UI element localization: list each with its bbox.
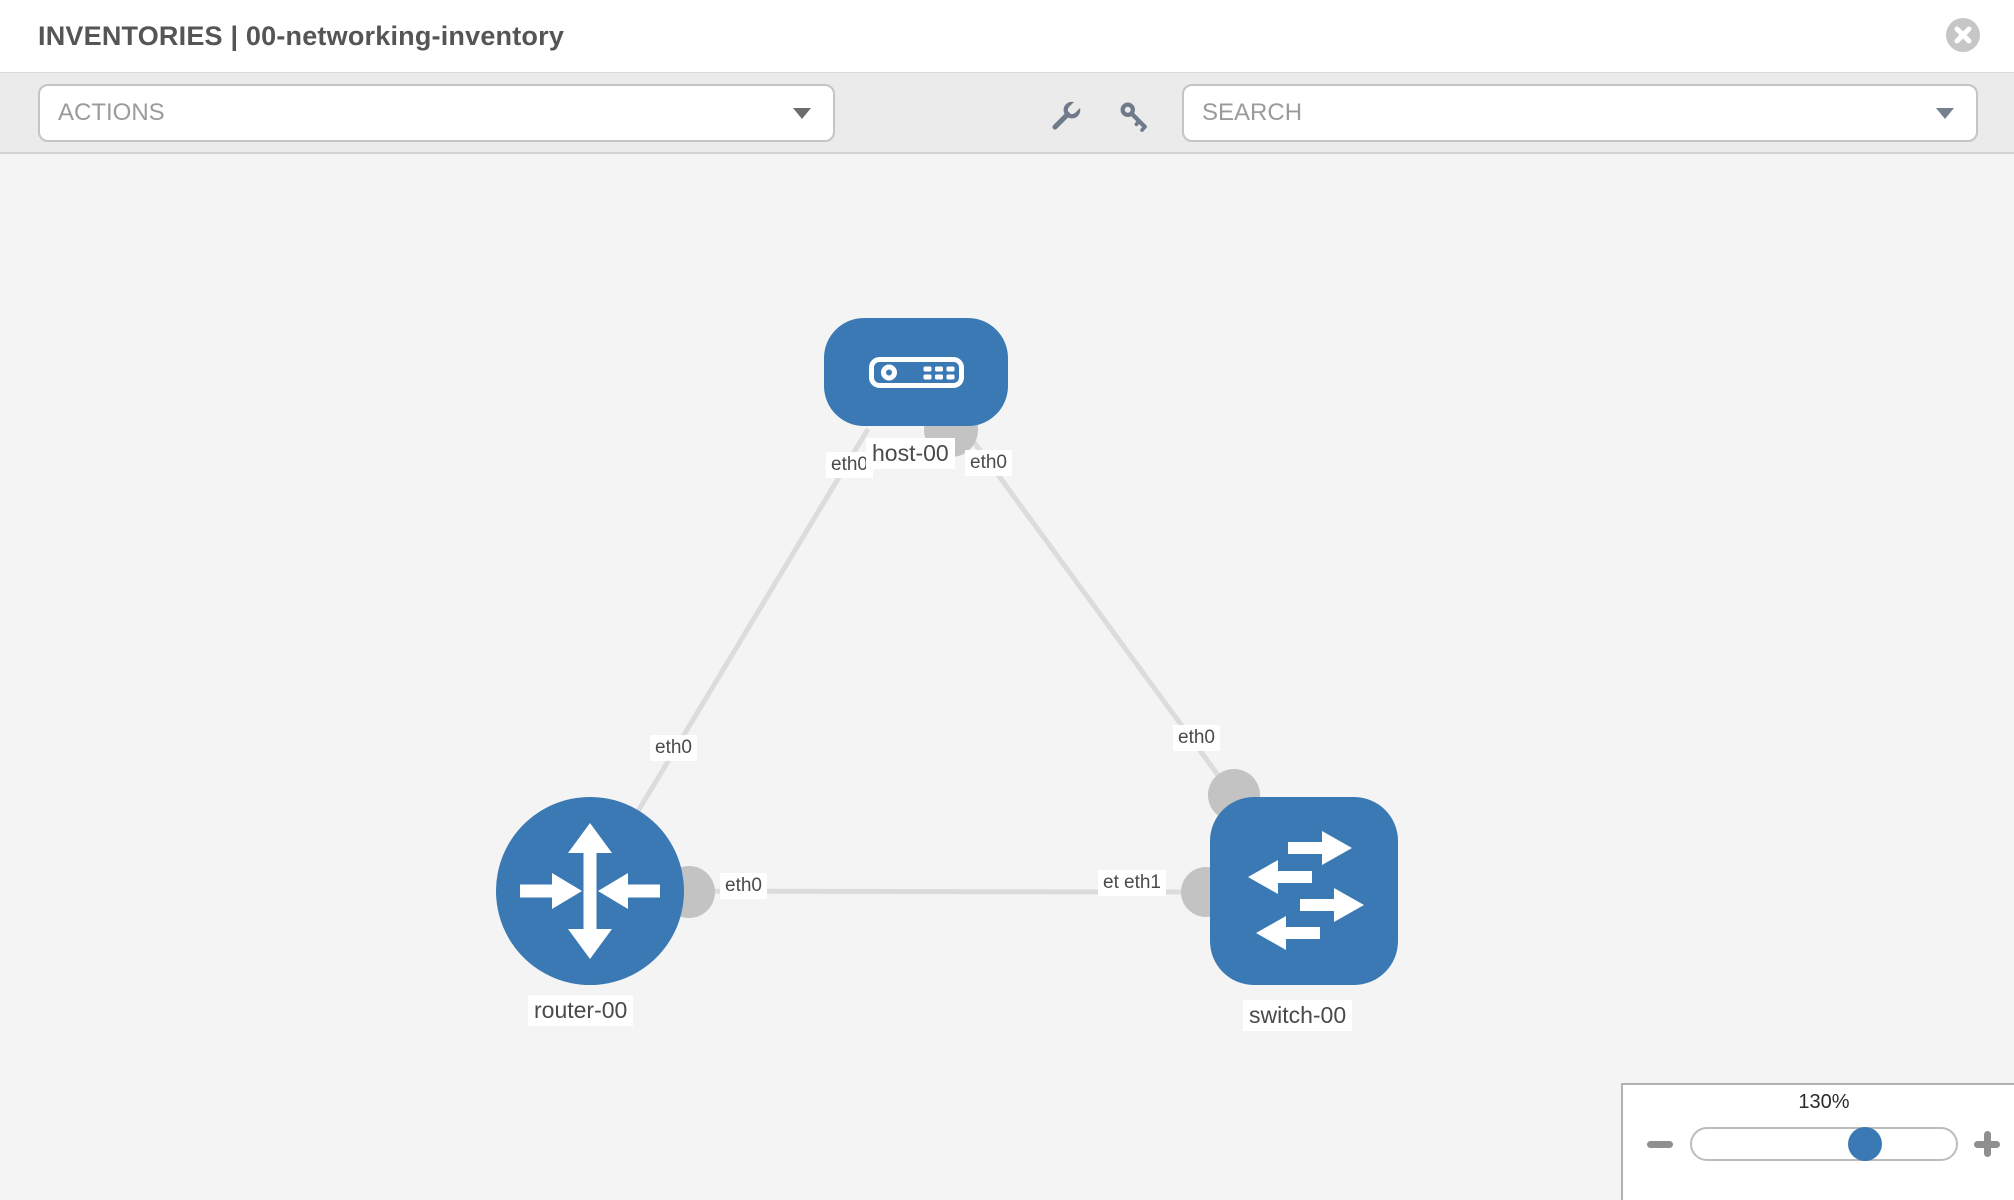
zoom-panel: 130% — [1621, 1083, 2014, 1200]
port-label-router-right: eth0 — [720, 873, 767, 899]
zoom-out-button[interactable] — [1646, 1131, 1674, 1157]
minus-icon — [1647, 1141, 1673, 1148]
node-label-host: host-00 — [866, 438, 955, 469]
node-host[interactable] — [824, 318, 1008, 426]
router-icon — [520, 823, 660, 959]
close-icon — [1946, 18, 1980, 52]
node-switch[interactable] — [1210, 797, 1398, 985]
node-label-switch: switch-00 — [1243, 1000, 1353, 1031]
search-dropdown[interactable]: SEARCH — [1182, 84, 1978, 142]
zoom-level-label: 130% — [1798, 1091, 1850, 1113]
search-placeholder: SEARCH — [1202, 99, 1303, 126]
port-label-link-switch: eth0 — [1173, 725, 1220, 751]
switch-icon — [1248, 831, 1364, 950]
close-button[interactable] — [1946, 18, 1980, 52]
node-label-router: router-00 — [528, 995, 634, 1026]
port-label-switch-eth1: eth1 — [1119, 870, 1166, 896]
wrench-button[interactable] — [1049, 96, 1086, 133]
port-label-link-router: eth0 — [650, 735, 697, 761]
wrench-icon — [1052, 96, 1086, 130]
window-header: INVENTORIES | 00-networking-inventory — [0, 0, 2014, 72]
key-icon — [1120, 102, 1147, 132]
toolbar: ACTIONS SEARCH — [0, 72, 2014, 154]
actions-dropdown-label: ACTIONS — [58, 99, 165, 126]
port-label-host-left: eth0 — [826, 452, 873, 478]
page-title: INVENTORIES | 00-networking-inventory — [38, 21, 565, 51]
actions-dropdown[interactable]: ACTIONS — [38, 84, 835, 142]
chevron-down-icon — [1936, 108, 1954, 119]
key-button[interactable] — [1117, 99, 1151, 133]
server-icon — [868, 356, 964, 388]
zoom-slider-thumb[interactable] — [1848, 1127, 1882, 1161]
port-label-host-right: eth0 — [965, 450, 1012, 476]
chevron-down-icon — [793, 108, 811, 119]
zoom-slider-track[interactable] — [1690, 1127, 1958, 1161]
zoom-in-button[interactable] — [1973, 1131, 2001, 1157]
node-router[interactable] — [496, 797, 684, 985]
